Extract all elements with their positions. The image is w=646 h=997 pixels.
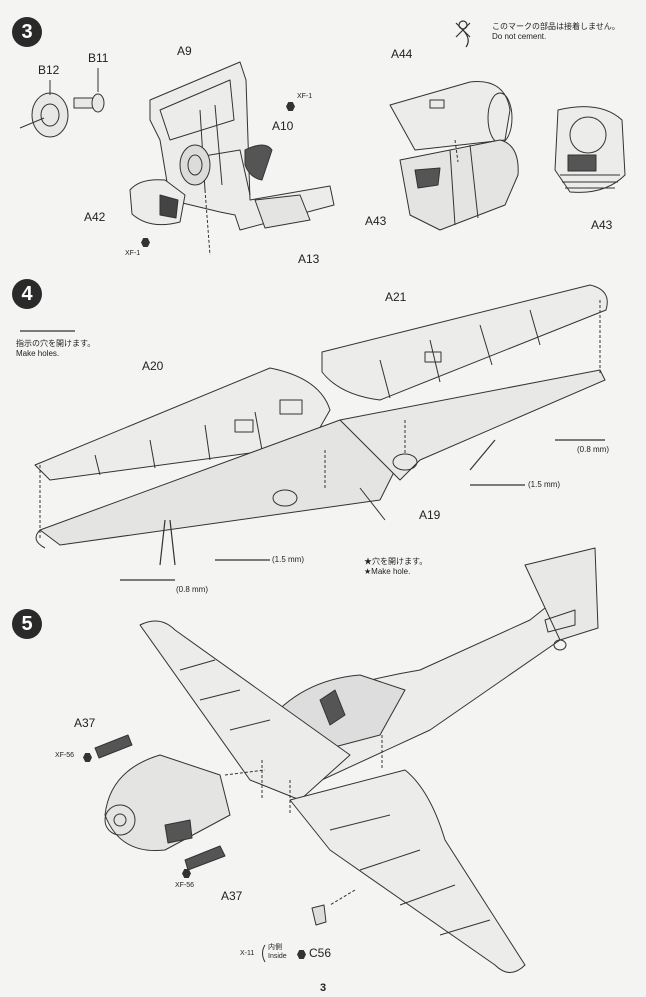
c56-part bbox=[311, 904, 327, 926]
a44-cowling bbox=[389, 81, 513, 151]
drill-size-right-small: (0.8 mm) bbox=[577, 445, 609, 454]
part-label-a19: A19 bbox=[419, 508, 441, 522]
engine-block bbox=[399, 139, 519, 231]
part-label-a42: A42 bbox=[84, 210, 106, 224]
cement-legend-jp: このマークの部品は接着しません。 bbox=[492, 22, 620, 31]
part-label-a20: A20 bbox=[142, 359, 164, 373]
engine-nose bbox=[104, 754, 231, 852]
paint-hex-icon bbox=[83, 753, 92, 762]
b11-shaft bbox=[73, 93, 105, 113]
make-holes-jp: 指示の穴を開けます。 bbox=[16, 339, 96, 348]
cement-legend-en: Do not cement. bbox=[492, 32, 547, 41]
part-label-b11: B11 bbox=[88, 51, 109, 65]
inside-jp: 内側 bbox=[268, 944, 282, 951]
inside-note: 内側 Inside bbox=[268, 944, 287, 962]
part-label-a37-top: A37 bbox=[74, 716, 96, 730]
paint-hex-icon bbox=[286, 102, 295, 111]
paint-label-x11: X-11 bbox=[240, 950, 255, 957]
firewall-disk bbox=[179, 144, 211, 186]
drill-bits bbox=[20, 330, 605, 581]
make-hole-star-en: ★Make hole. bbox=[364, 567, 411, 576]
make-hole-star-jp: ★穴を開けます。 bbox=[364, 557, 428, 566]
part-label-a13: A13 bbox=[298, 252, 320, 266]
drill-size-left-small: (0.8 mm) bbox=[176, 585, 208, 594]
a10-instrument-part bbox=[244, 144, 273, 181]
part-label-a44: A44 bbox=[391, 47, 413, 61]
part-label-a37-bottom: A37 bbox=[221, 889, 243, 903]
a13-cowl-panel bbox=[254, 194, 311, 229]
step-3-number: 3 bbox=[12, 17, 42, 47]
a9-fuselage-half bbox=[149, 61, 335, 231]
paint-label-xf56-bottom: XF-56 bbox=[175, 882, 195, 889]
cement-legend: このマークの部品は接着しません。 Do not cement. bbox=[492, 22, 620, 42]
paint-label-xf1-bottom: XF-1 bbox=[125, 250, 141, 257]
make-holes-en: Make holes. bbox=[16, 349, 60, 358]
part-label-a43-left: A43 bbox=[365, 214, 387, 228]
part-label-c56: C56 bbox=[309, 946, 332, 960]
left-lower-wing bbox=[35, 419, 396, 549]
a19-lower-wing-center bbox=[339, 369, 606, 481]
a21-right-upper-wing bbox=[321, 284, 608, 401]
part-label-a21: A21 bbox=[385, 290, 407, 304]
part-label-a43-right: A43 bbox=[591, 218, 613, 232]
paint-label-xf56-top: XF-56 bbox=[55, 752, 75, 759]
paint-hex-icon bbox=[182, 869, 191, 878]
step-5-number: 5 bbox=[12, 609, 42, 639]
paint-hex-icon bbox=[297, 950, 306, 959]
make-holes-note: 指示の穴を開けます。 Make holes. bbox=[16, 339, 95, 359]
right-wing bbox=[289, 769, 526, 973]
left-wing bbox=[139, 620, 351, 801]
a42-radiator bbox=[129, 179, 186, 226]
inside-en: Inside bbox=[268, 952, 287, 960]
drill-size-left-large: (1.5 mm) bbox=[272, 555, 304, 564]
a43-radiator-detail bbox=[554, 106, 626, 193]
paint-label-xf1-top: XF-1 bbox=[297, 93, 313, 100]
drill-size-right-large: (1.5 mm) bbox=[528, 480, 560, 489]
paint-hex-icon bbox=[141, 238, 150, 247]
part-label-b12: B12 bbox=[38, 63, 60, 77]
make-hole-star-note: ★穴を開けます。 ★Make hole. bbox=[364, 557, 427, 577]
part-label-a10: A10 bbox=[272, 119, 294, 133]
no-cement-icon bbox=[455, 20, 471, 48]
a37-exhaust-bottom bbox=[184, 845, 226, 871]
page-number: 3 bbox=[319, 982, 327, 994]
a37-exhaust-top bbox=[94, 734, 133, 759]
step-4-number: 4 bbox=[12, 279, 42, 309]
part-label-a9: A9 bbox=[177, 44, 192, 58]
b12-spinner-plate bbox=[19, 92, 69, 138]
